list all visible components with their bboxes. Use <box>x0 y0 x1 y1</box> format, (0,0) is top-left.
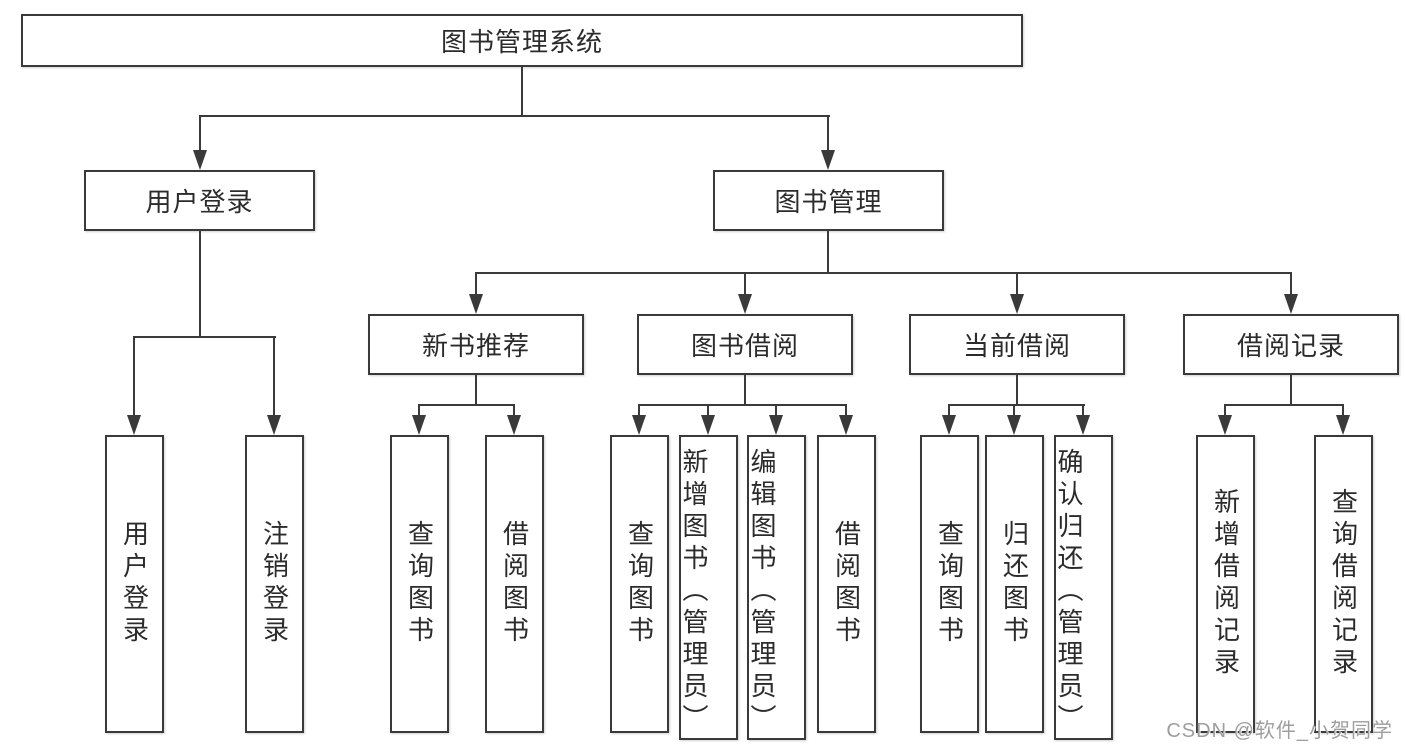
leaf-label: 注销登录 <box>259 520 290 648</box>
connector-line <box>273 337 275 417</box>
node-label: 新书推荐 <box>421 331 530 361</box>
connector-line <box>827 231 829 274</box>
connector-line <box>948 404 1085 406</box>
node-label: 图书管理系统 <box>440 27 603 57</box>
watermark: CSDN @软件_小贺同学 <box>1166 720 1393 742</box>
connector-arrowhead <box>1007 415 1021 435</box>
connector-line <box>133 336 276 338</box>
node-label: 借阅记录 <box>1236 331 1345 361</box>
connector-line <box>475 272 1292 274</box>
connector-arrowhead <box>1218 415 1232 435</box>
node-label: 用户登录 <box>145 187 254 217</box>
connector-line <box>199 115 830 117</box>
connector-line <box>475 273 477 296</box>
leaf-label: 编辑图书（管理员） <box>747 447 777 736</box>
connector-line <box>845 405 847 417</box>
connector-line <box>638 404 847 406</box>
node-label: 当前借阅 <box>962 331 1071 361</box>
node-label: 图书管理 <box>774 187 883 217</box>
connector-line <box>133 337 135 417</box>
leaf-borrow-books-1: 借阅图书 <box>485 435 544 733</box>
leaf-return-books: 归还图书 <box>985 435 1044 733</box>
connector-arrowhead <box>507 415 521 435</box>
connector-arrowhead <box>839 415 853 435</box>
connector-line <box>1016 375 1018 405</box>
connector-arrowhead <box>1010 294 1024 314</box>
leaf-label: 借阅图书 <box>499 520 530 648</box>
leaf-query-books-1: 查询图书 <box>390 435 449 733</box>
leaf-label: 确认归还（管理员） <box>1054 447 1084 736</box>
connector-arrowhead <box>701 415 715 435</box>
connector-line <box>1016 273 1018 296</box>
connector-line <box>513 405 515 417</box>
connector-arrowhead <box>632 415 646 435</box>
leaf-label: 归还图书 <box>999 520 1030 648</box>
leaf-label: 查询借阅记录 <box>1328 488 1359 680</box>
leaf-label: 查询图书 <box>624 520 655 648</box>
leaf-query-books-3: 查询图书 <box>920 435 979 733</box>
leaf-label: 查询图书 <box>934 520 965 648</box>
connector-line <box>744 273 746 296</box>
node-current-borrow: 当前借阅 <box>909 314 1125 375</box>
leaf-label: 新增借阅记录 <box>1210 488 1241 680</box>
leaf-query-books-2: 查询图书 <box>610 435 669 733</box>
leaf-edit-book-admin: 编辑图书（管理员） <box>747 435 806 740</box>
connector-arrowhead <box>1336 415 1350 435</box>
connector-line <box>199 231 201 337</box>
node-book-management: 图书管理 <box>713 170 944 231</box>
connector-line <box>418 404 515 406</box>
connector-line <box>1013 405 1015 417</box>
leaf-label: 借阅图书 <box>831 520 862 648</box>
connector-arrowhead <box>1076 415 1090 435</box>
connector-line <box>948 405 950 417</box>
leaf-add-book-admin: 新增图书（管理员） <box>679 435 738 740</box>
leaf-confirm-return-admin: 确认归还（管理员） <box>1054 435 1113 740</box>
connector-line <box>199 116 201 152</box>
connector-arrowhead <box>821 150 835 170</box>
connector-line <box>744 375 746 405</box>
connector-arrowhead <box>127 415 141 435</box>
leaf-label: 新增图书（管理员） <box>679 447 709 736</box>
connector-arrowhead <box>1284 294 1298 314</box>
node-book-borrow: 图书借阅 <box>637 314 853 375</box>
connector-line <box>1082 405 1084 417</box>
node-library-system: 图书管理系统 <box>21 14 1023 67</box>
node-new-book-recommend: 新书推荐 <box>368 314 584 375</box>
connector-line <box>1224 405 1226 417</box>
connector-line <box>418 405 420 417</box>
connector-arrowhead <box>469 294 483 314</box>
connector-arrowhead <box>942 415 956 435</box>
leaf-label: 用户登录 <box>119 520 150 648</box>
connector-line <box>775 405 777 417</box>
connector-line <box>707 405 709 417</box>
connector-line <box>638 405 640 417</box>
leaf-logout: 注销登录 <box>245 435 304 733</box>
connector-line <box>1290 375 1292 405</box>
connector-line <box>521 67 523 116</box>
node-user-login: 用户登录 <box>84 170 315 231</box>
connector-line <box>827 116 829 152</box>
connector-line <box>1224 404 1344 406</box>
leaf-user-login: 用户登录 <box>105 435 164 733</box>
connector-arrowhead <box>738 294 752 314</box>
connector-line <box>1342 405 1344 417</box>
connector-arrowhead <box>412 415 426 435</box>
connector-line <box>475 375 477 405</box>
connector-arrowhead <box>769 415 783 435</box>
leaf-query-borrow-record: 查询借阅记录 <box>1314 435 1373 733</box>
node-borrow-records: 借阅记录 <box>1183 314 1399 375</box>
connector-line <box>1290 273 1292 296</box>
leaf-add-borrow-record: 新增借阅记录 <box>1196 435 1255 733</box>
connector-arrowhead <box>267 415 281 435</box>
connector-arrowhead <box>193 150 207 170</box>
leaf-label: 查询图书 <box>404 520 435 648</box>
leaf-borrow-books-2: 借阅图书 <box>817 435 876 733</box>
node-label: 图书借阅 <box>690 331 799 361</box>
